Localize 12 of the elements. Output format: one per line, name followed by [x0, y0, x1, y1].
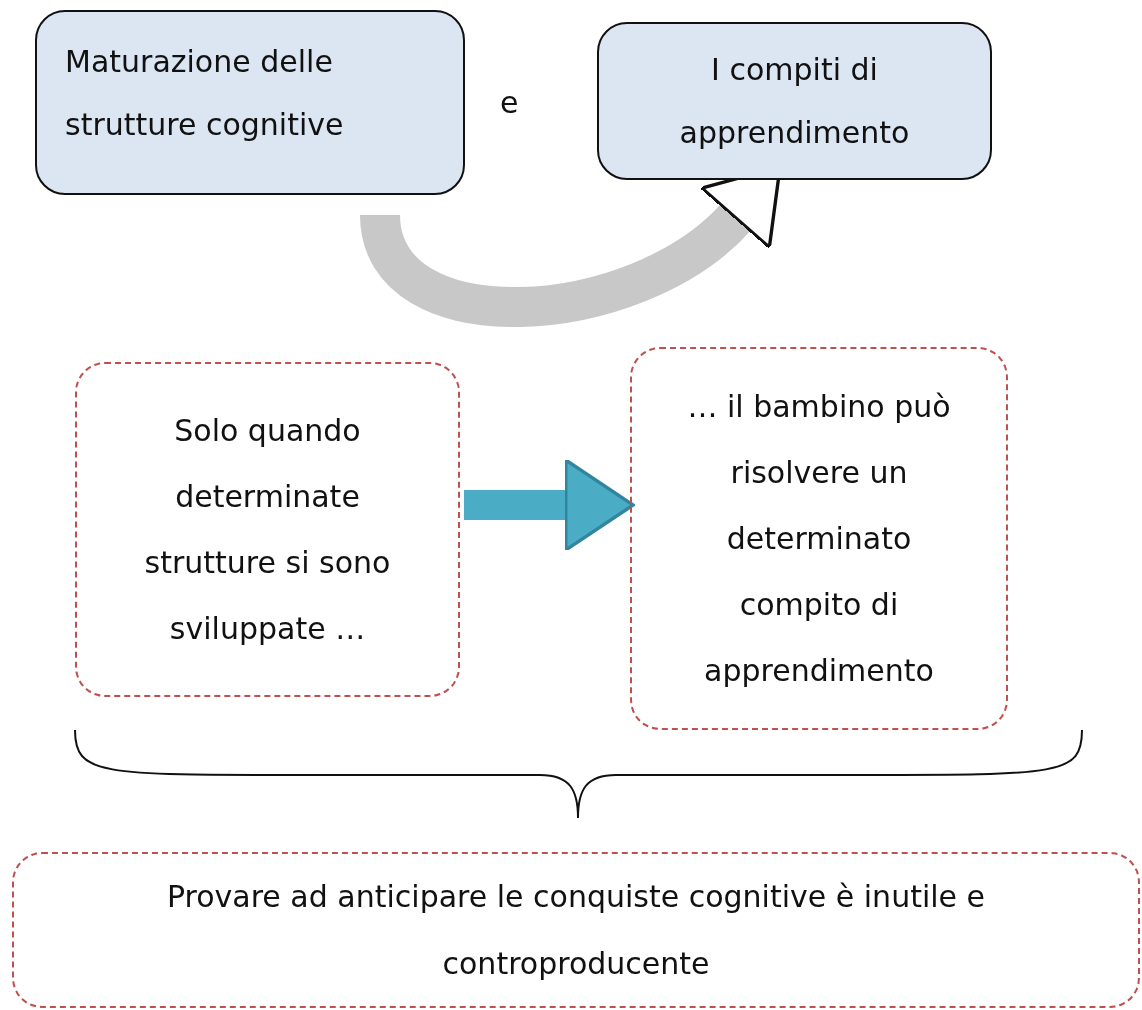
arrow [464, 458, 635, 552]
connector-word: e [500, 88, 519, 118]
box-text: Solo quando determinate strutture si sono sviluppate … [143, 411, 392, 648]
dashed-box [12, 852, 1140, 1008]
dashed-box [75, 362, 460, 697]
concept-box [597, 22, 992, 180]
box-text: Provare ad anticipare le conquiste cognitive è inutile e controproducente [165, 877, 987, 983]
box-text: … il bambino può risolvere un determinato compito di apprendimento [686, 387, 952, 690]
box-text: I compiti di apprendimento [678, 51, 911, 152]
concept-box [35, 10, 465, 195]
dashed-box [630, 347, 1008, 730]
box-text: Maturazione delle strutture cognitive [65, 42, 345, 144]
